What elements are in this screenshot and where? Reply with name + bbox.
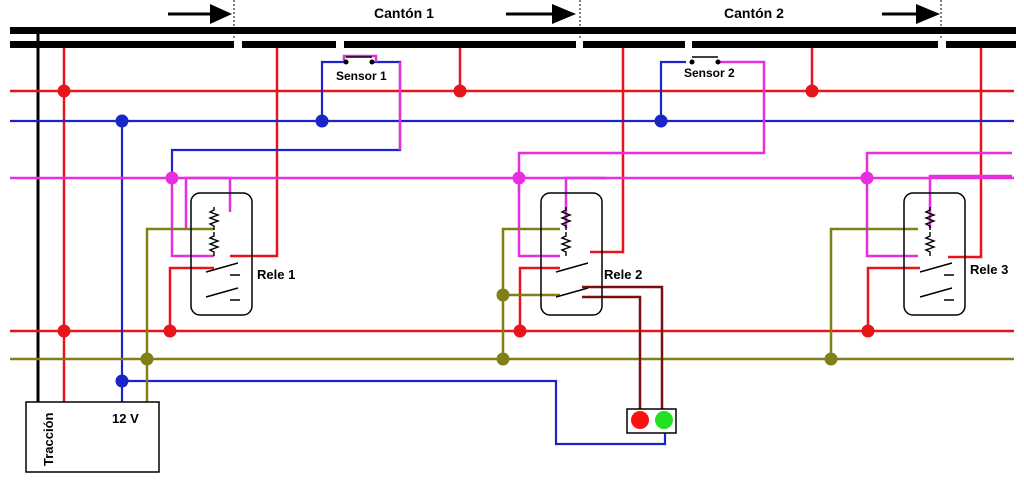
sensor-contacts (343, 56, 721, 65)
section-label-canton-1: Cantón 1 (374, 5, 434, 21)
voltage-label: 12 V (112, 411, 139, 426)
coil-icon (560, 232, 572, 256)
common-return-wires (10, 227, 1014, 402)
sensor-2-label: Sensor 2 (684, 66, 735, 80)
green-lamp (655, 411, 673, 429)
supply-12v-wires (10, 60, 1014, 446)
red-lamp (631, 411, 649, 429)
relay-3-label: Rele 3 (970, 262, 1008, 277)
signal-lamp-wires (582, 285, 664, 412)
section-gap-markers (233, 0, 942, 40)
coil-icon (924, 232, 936, 256)
power-supply-box (25, 401, 160, 473)
segmented-rail (10, 41, 1016, 48)
sensor-1-label: Sensor 1 (336, 69, 387, 83)
relay-2-label: Rele 2 (604, 267, 642, 282)
relay-3 (903, 192, 966, 316)
arrow-icon (882, 4, 940, 24)
arrow-icon (506, 4, 576, 24)
sensor-signal-wires (10, 54, 1014, 258)
top-rail (10, 27, 1016, 34)
coil-icon (208, 232, 220, 256)
traction-label: Tracción (41, 412, 56, 466)
coil-icon (208, 207, 220, 230)
traction-wires (10, 48, 1014, 402)
junction-dots (57, 84, 875, 388)
arrow-icon (168, 4, 232, 24)
relay-1-label: Rele 1 (257, 267, 295, 282)
section-label-canton-2: Cantón 2 (724, 5, 784, 21)
direction-arrows (168, 4, 940, 24)
relay-1 (190, 192, 253, 316)
signal-light (626, 408, 677, 434)
coil-icon (924, 207, 936, 230)
coil-icon (560, 207, 572, 230)
relay-2 (540, 192, 603, 316)
